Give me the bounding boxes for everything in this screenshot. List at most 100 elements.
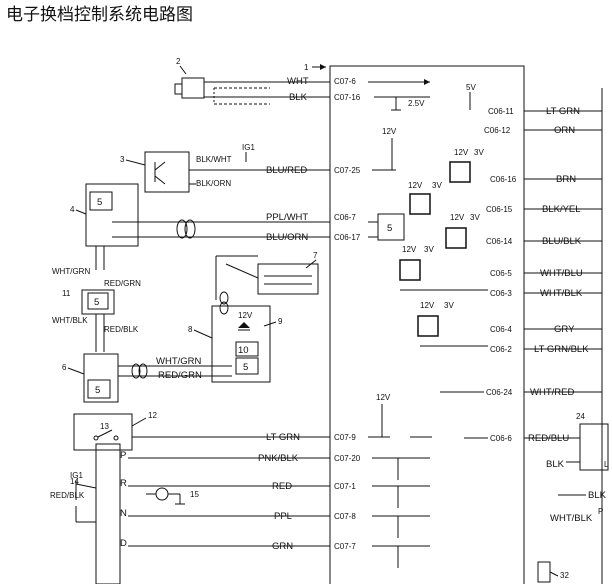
volt-12-g: 12V — [402, 245, 417, 254]
volt-3-e: 3V — [444, 301, 454, 310]
wire-label-r-blkyel: BLK/YEL — [542, 204, 581, 215]
transistor-5 — [417, 315, 439, 337]
ecu-internal-label: 5 — [387, 223, 392, 234]
wire-label-wht: WHT — [287, 76, 309, 87]
label-8: 8 — [188, 325, 193, 334]
sensor-4-inner: 5 — [97, 197, 102, 208]
wire-label-whtgrn-b: WHT/GRN — [156, 356, 202, 367]
wire-label-blkorn: BLK/ORN — [196, 179, 231, 188]
pin-c06-6: C06-6 — [490, 434, 512, 443]
pin-c07-9: C07-9 — [334, 433, 356, 442]
label-7: 7 — [313, 251, 318, 260]
pin-c07-8: C07-8 — [334, 512, 356, 521]
pin-c06-17: C06-17 — [334, 233, 361, 242]
label-32: 32 — [560, 571, 569, 580]
pin-c06-16: C06-16 — [490, 175, 517, 184]
edge-label-p: P — [598, 507, 603, 516]
transistor-4 — [399, 259, 421, 281]
transistor-1 — [449, 161, 471, 183]
wire-label-r-blk-a: BLK — [546, 459, 565, 470]
label-3: 3 — [120, 155, 125, 164]
pin-c06-12: C06-12 — [484, 126, 511, 135]
label-2: 2 — [176, 57, 181, 66]
sensor-6 — [83, 353, 119, 403]
switch-12 — [73, 413, 133, 451]
wire-label-ppl: PPL — [274, 511, 292, 522]
wire-label-blured: BLU/RED — [266, 165, 307, 176]
switch-pos-r: R — [120, 478, 127, 489]
page-title: 电子换档控制系统电路图 — [6, 5, 193, 25]
wire-label-whtblk: WHT/BLK — [52, 316, 88, 325]
wire-label-r-blk-b: BLK — [588, 490, 607, 501]
volt-12-f: 12V — [450, 213, 465, 222]
switch-pos-d: D — [120, 538, 127, 549]
wire-label-ltgrn: LT GRN — [266, 432, 300, 443]
label-24: 24 — [576, 412, 585, 421]
ig1-bottom: IG1 — [70, 471, 83, 480]
relay-24 — [579, 423, 609, 471]
connector-11 — [81, 289, 115, 315]
sensor-8 — [211, 305, 271, 383]
connector-11-inner: 5 — [94, 297, 99, 308]
transistor-2 — [409, 193, 431, 215]
label-6: 6 — [62, 363, 67, 372]
pin-c07-16: C07-16 — [334, 93, 361, 102]
switch-pos-p: P — [120, 450, 126, 461]
volt-3-a: 3V — [474, 148, 484, 157]
pin-c07-7: C07-7 — [334, 542, 356, 551]
pin-c06-5: C06-5 — [490, 269, 512, 278]
wire-label-redblk-a: RED/BLK — [104, 325, 139, 334]
label-11: 11 — [62, 289, 71, 298]
wire-label-redgrn-b: RED/GRN — [158, 370, 202, 381]
ecu-internal-box — [377, 213, 405, 241]
wire-label-r-orn: ORN — [554, 125, 575, 136]
volt-12-c: 12V — [376, 393, 391, 402]
label-14: 14 — [70, 477, 79, 486]
wire-label-r-brn: BRN — [556, 174, 576, 185]
label-4: 4 — [70, 205, 75, 214]
wire-label-redgrn-a: RED/GRN — [104, 279, 141, 288]
range-switch-14 — [95, 443, 121, 584]
pin-c06-2: C06-2 — [490, 345, 512, 354]
pin-c06-7: C06-7 — [334, 213, 356, 222]
wire-label-pnkblk: PNK/BLK — [258, 453, 299, 464]
connector-7 — [257, 263, 319, 295]
pin-c07-25: C07-25 — [334, 166, 361, 175]
wire-label-red: RED — [272, 481, 292, 492]
edge-label-l: L — [604, 460, 609, 469]
wire-label-r-blublk: BLU/BLK — [542, 236, 582, 247]
volt-3-b: 3V — [432, 181, 442, 190]
volt-12-h: 12V — [420, 301, 435, 310]
control-module-box — [329, 65, 525, 584]
switch-pos-n: N — [120, 508, 127, 519]
label-15: 15 — [190, 490, 199, 499]
volt-12-e: 12V — [408, 181, 423, 190]
wire-label-grn: GRN — [272, 541, 293, 552]
sensor-3 — [144, 151, 190, 193]
volt-3-d: 3V — [424, 245, 434, 254]
wire-label-r-gry: GRY — [554, 324, 575, 335]
pin-c06-15: C06-15 — [486, 205, 513, 214]
pin-c07-6: C07-6 — [334, 77, 356, 86]
volt-12-a: 12V — [382, 127, 397, 136]
transistor-3 — [445, 227, 467, 249]
wire-label-r-whtred: WHT/RED — [530, 387, 574, 398]
sensor-8-label-10: 10 — [238, 345, 249, 356]
pin-c06-4: C06-4 — [490, 325, 512, 334]
sensor-4 — [85, 183, 139, 247]
wire-label-r-ltgrn: LT GRN — [546, 106, 580, 117]
wire-label-whtgrn-a: WHT/GRN — [52, 267, 90, 276]
wire-label-r-whtblu: WHT/BLU — [540, 268, 583, 279]
label-9: 9 — [278, 317, 283, 326]
wire-label-r-redblu: RED/BLU — [528, 433, 569, 444]
wire-label-bluorn: BLU/ORN — [266, 232, 308, 243]
ig1-top: IG1 — [242, 143, 255, 152]
pin-c06-11: C06-11 — [488, 107, 514, 116]
wire-label-r-whtblk: WHT/BLK — [540, 288, 583, 299]
volt-12-b: 12V — [238, 311, 253, 320]
sensor-8-inner: 5 — [243, 362, 248, 373]
volt-3-c: 3V — [470, 213, 480, 222]
label-1: 1 — [304, 63, 309, 72]
